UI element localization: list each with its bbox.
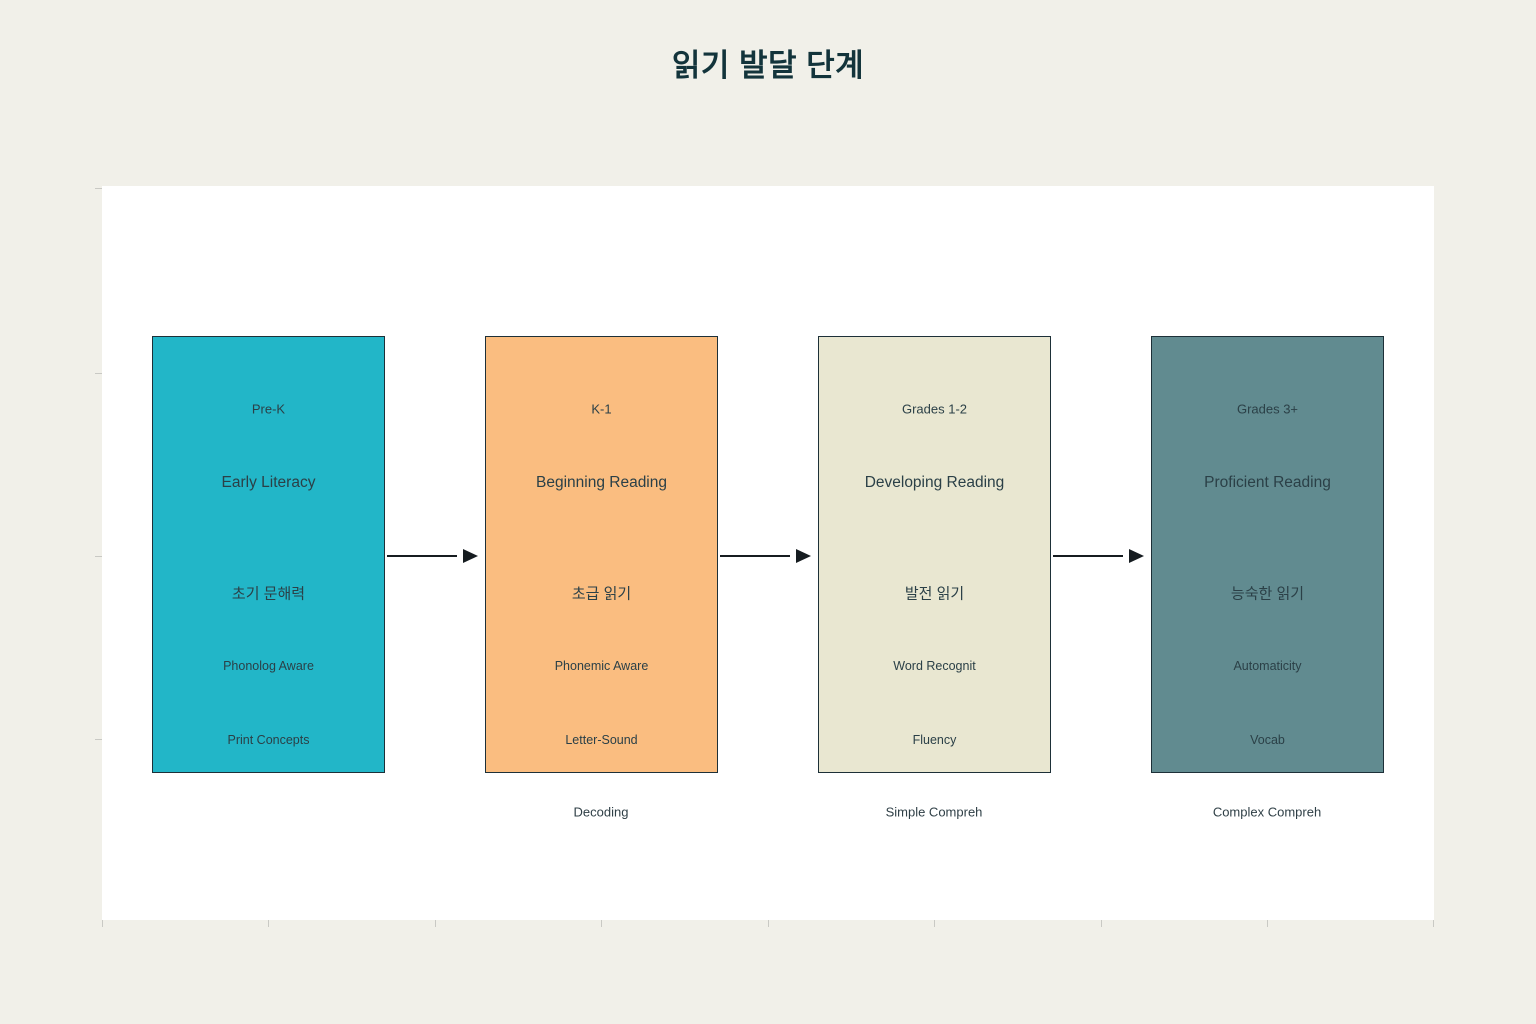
stage-name-english: Early Literacy — [221, 474, 316, 491]
flow-arrow — [387, 549, 487, 563]
stage-name-korean: 초급 읽기 — [571, 585, 632, 603]
axis-tick — [95, 556, 102, 557]
arrow-shaft — [387, 555, 457, 557]
page-title: 읽기 발달 단계 — [671, 48, 865, 83]
stage-grade-label: Grades 1-2 — [901, 401, 968, 417]
stage-box-beginning-reading: K-1 Beginning Reading 초급 읽기 Phonemic Awa… — [485, 336, 718, 773]
stage-name-english: Beginning Reading — [536, 474, 667, 491]
axis-tick — [435, 920, 436, 927]
stage-name-korean: 능숙한 읽기 — [1230, 585, 1305, 603]
axis-tick — [768, 920, 769, 927]
stage-sub-label: Simple Compreh — [885, 804, 983, 820]
axis-tick — [1433, 920, 1434, 927]
stage-box-early-literacy: Pre-K Early Literacy 초기 문해력 Phonolog Awa… — [152, 336, 385, 773]
stage-name-korean: 초기 문해력 — [231, 585, 306, 603]
stage-grade-label: K-1 — [591, 401, 612, 417]
axis-tick — [95, 373, 102, 374]
stage-grade-label: Grades 3+ — [1236, 401, 1299, 417]
axis-tick — [1267, 920, 1268, 927]
flow-arrow — [720, 549, 820, 563]
stage-name-english: Proficient Reading — [1204, 474, 1331, 491]
axis-tick — [95, 188, 102, 189]
axis-tick — [102, 920, 103, 927]
axis-tick — [601, 920, 602, 927]
stage-skill-2: Fluency — [912, 733, 957, 747]
stage-grade-label: Pre-K — [251, 401, 286, 417]
arrow-head-icon — [796, 549, 811, 563]
stage-skill-2: Print Concepts — [227, 733, 310, 747]
axis-tick — [95, 739, 102, 740]
stage-name-korean: 발전 읽기 — [904, 585, 965, 603]
stage-box-developing-reading: Grades 1-2 Developing Reading 발전 읽기 Word… — [818, 336, 1051, 773]
stage-name-english: Developing Reading — [864, 474, 1005, 491]
stage-skill-1: Phonemic Aware — [554, 659, 649, 673]
axis-tick — [268, 920, 269, 927]
stage-box-proficient-reading: Grades 3+ Proficient Reading 능숙한 읽기 Auto… — [1151, 336, 1384, 773]
stage-skill-1: Phonolog Aware — [223, 659, 314, 673]
axis-tick — [934, 920, 935, 927]
stage-skill-2: Vocab — [1250, 733, 1285, 747]
arrow-shaft — [1053, 555, 1123, 557]
stage-skill-1: Word Recognit — [893, 659, 976, 673]
axis-tick — [1101, 920, 1102, 927]
stage-sub-label: Decoding — [573, 804, 629, 820]
arrow-head-icon — [1129, 549, 1144, 563]
flow-arrow — [1053, 549, 1153, 563]
arrow-head-icon — [463, 549, 478, 563]
stage-skill-2: Letter-Sound — [565, 733, 638, 747]
stage-sub-label: Complex Compreh — [1212, 804, 1322, 820]
arrow-shaft — [720, 555, 790, 557]
stage-skill-1: Automaticity — [1233, 659, 1302, 673]
